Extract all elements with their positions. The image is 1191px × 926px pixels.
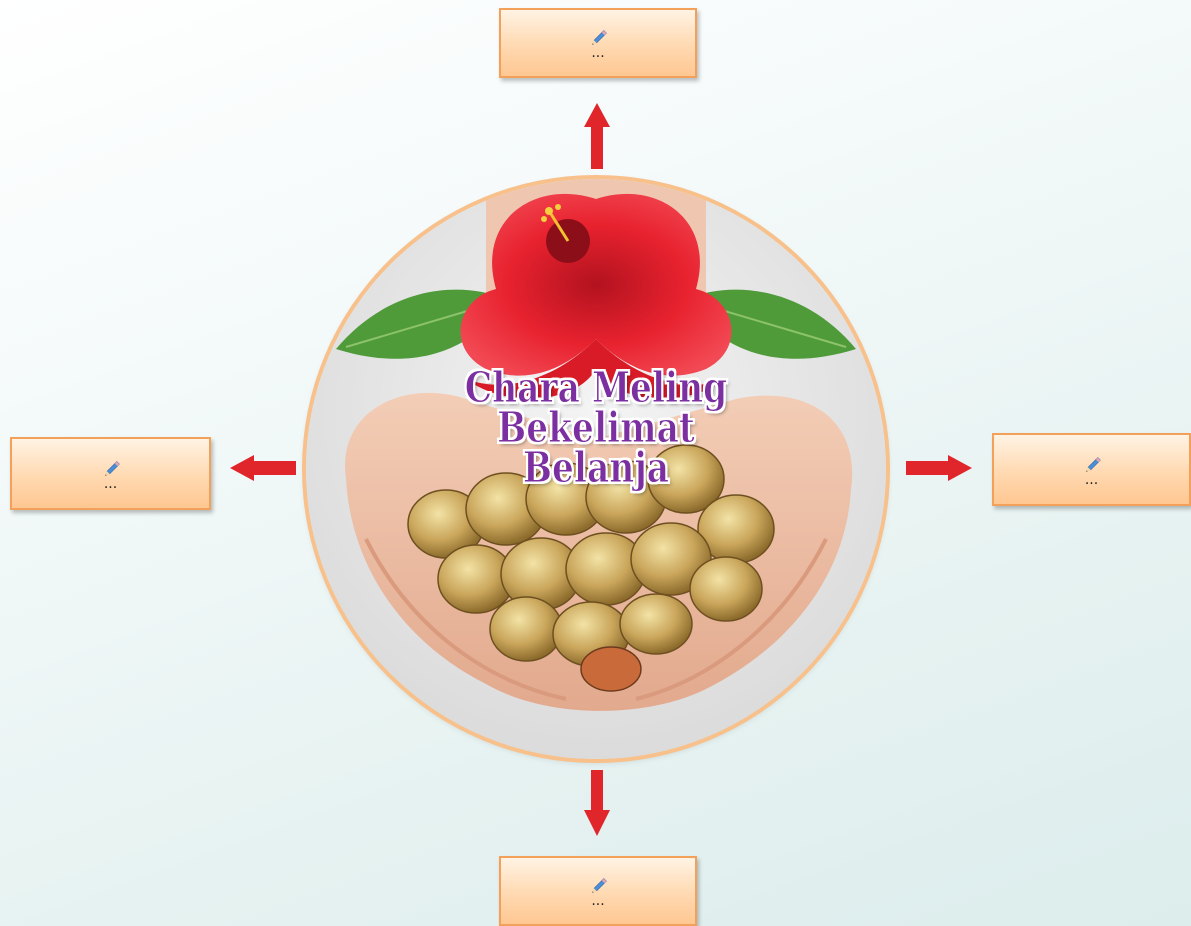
title-line-1: Chara Meling (464, 363, 728, 412)
answer-placeholder: ... (1084, 471, 1099, 488)
arrow-up-icon (584, 103, 610, 169)
answer-box-left[interactable]: ... (10, 437, 211, 510)
answer-placeholder: ... (591, 893, 605, 909)
center-title: Chara Meling Bekelimat Belanja (432, 363, 760, 492)
pencil-icon (592, 30, 607, 45)
arrow-left-icon (230, 455, 296, 481)
answer-placeholder: ... (591, 45, 605, 61)
title-line-3: Belanja (522, 443, 670, 492)
arrow-right-icon (906, 455, 972, 481)
arrow-down-icon (584, 770, 610, 836)
answer-placeholder: ... (103, 475, 118, 492)
answer-box-top[interactable]: ... (499, 8, 697, 78)
pencil-icon (1085, 456, 1101, 472)
answer-box-right[interactable]: ... (992, 433, 1191, 506)
title-line-2: Bekelimat (497, 403, 695, 452)
pencil-icon (592, 878, 607, 893)
central-photo (306, 179, 886, 759)
pencil-icon (104, 460, 120, 476)
answer-box-bottom[interactable]: ... (499, 856, 697, 926)
hands-coins-flower-image (306, 179, 886, 759)
